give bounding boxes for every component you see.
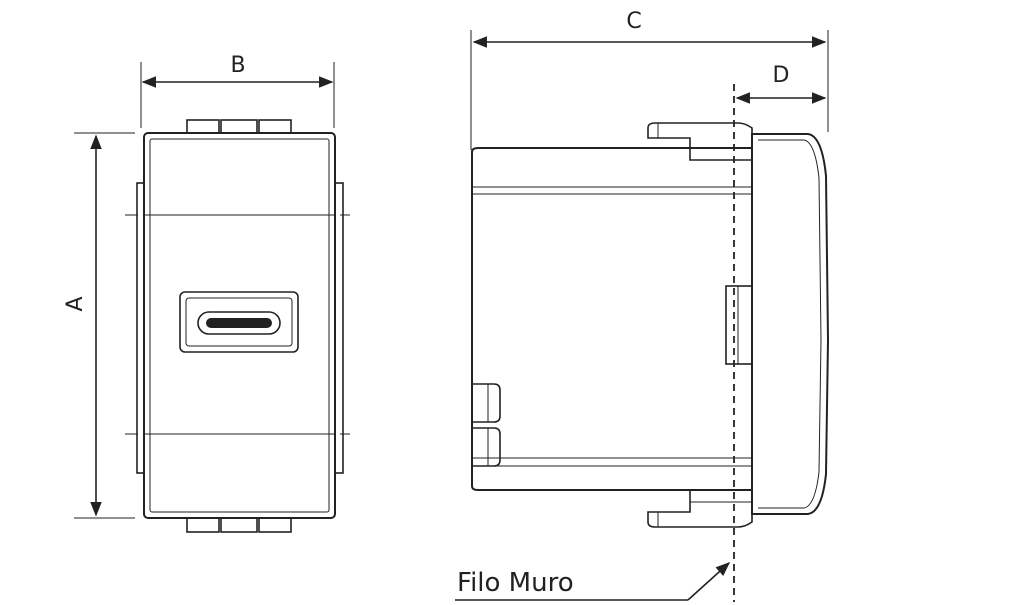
side-view [471,122,830,528]
right-rail [334,182,344,474]
dimension-c-label: C [626,9,641,34]
dimension-a-label: A [63,296,88,311]
front-inner-outline [149,138,330,513]
dimension-d: D [735,63,827,104]
bottom-clip [647,489,753,528]
front-cover [751,133,830,515]
top-clips [186,119,292,135]
filo-muro-callout: Filo Muro [455,562,731,601]
filo-muro-label: Filo Muro [457,568,574,598]
dimension-b: B [140,53,335,128]
dimension-c: C [470,9,829,150]
side-body [471,147,753,491]
bottom-clips [186,517,292,533]
rear-tabs [472,383,501,467]
dimension-a: A [63,132,135,519]
dimension-d-label: D [773,63,790,88]
usb-c-port-icon [179,291,299,353]
front-view [125,119,350,533]
dimension-b-label: B [230,53,245,78]
